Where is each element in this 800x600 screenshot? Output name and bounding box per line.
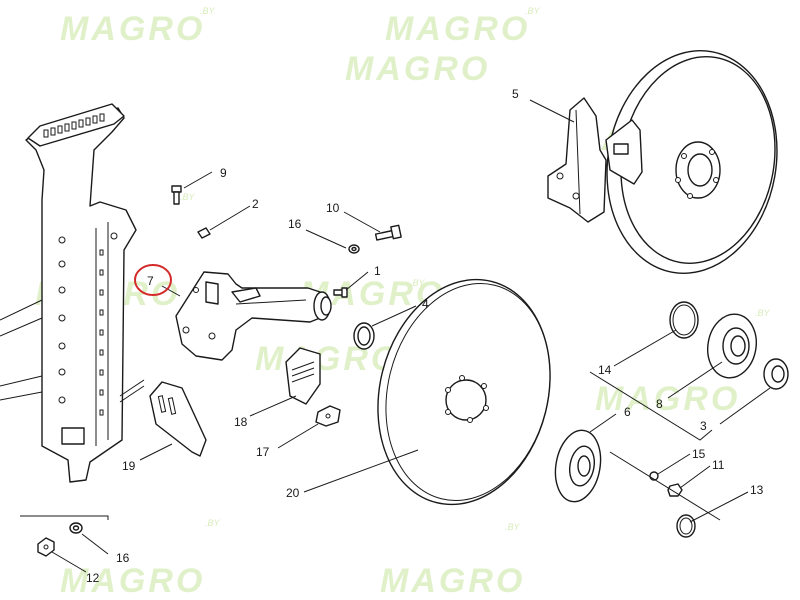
part-2-clip [197,227,211,239]
watermark-suffix: .BY [205,518,221,528]
watermark-suffix: .BY [410,278,426,288]
part-18-scraper-bracket [285,347,321,405]
part-9-bolt [171,185,182,205]
callout-12: 12 [86,571,100,585]
callout-15: 15 [692,447,706,461]
watermark: MAGRO [60,10,205,48]
part-17-block [315,405,341,427]
callout-9: 9 [220,166,227,180]
part-5-assembly [547,50,778,274]
part-13-circlip [676,514,696,538]
callout-16-upper: 16 [288,217,302,231]
part-8-bearing-housing [707,313,757,379]
callout-labels: 1 2 3 4 5 6 7 8 9 10 11 12 13 14 15 16 1… [86,87,764,585]
watermark-suffix: .BY [180,192,196,202]
callout-20: 20 [286,486,300,500]
callout-18: 18 [234,415,248,429]
callout-1: 1 [374,264,381,278]
watermark-suffix: .BY [755,308,771,318]
part-11-nut [667,483,683,497]
watermark-suffix: .BY [505,522,521,532]
callout-11: 11 [712,458,725,472]
part-19-scraper-blade [149,381,207,457]
part-1-bolt [333,287,348,298]
callout-10: 10 [326,201,340,215]
watermark: MAGRO [345,50,490,88]
callout-8: 8 [656,397,663,411]
watermark: MAGRO [60,562,205,600]
callout-5: 5 [512,87,519,101]
callout-2: 2 [252,197,259,211]
part-14-circlip [669,301,699,339]
callout-3: 3 [700,419,707,433]
part-12-nut [37,537,55,557]
part-4-seal-ring [353,322,375,350]
callout-13: 13 [750,483,764,497]
watermark-suffix: .BY [525,6,541,16]
callout-6: 6 [624,405,631,419]
callout-7: 7 [147,274,154,288]
watermark: MAGRO [380,562,525,600]
callout-19: 19 [122,459,136,473]
callout-16-lower: 16 [116,551,130,565]
part-10-bolt [374,224,402,241]
part-20-disc [377,278,551,506]
watermark-suffix: .BY [200,6,216,16]
part-6-hub [554,429,602,503]
callout-14: 14 [598,363,612,377]
frame-post [0,103,145,483]
part-16-washer-upper [348,244,360,254]
frame-holes [58,232,118,416]
watermark: MAGRO [595,380,740,418]
leader-lines [20,99,771,573]
highlight-circle [134,264,172,296]
callout-17: 17 [256,445,270,459]
part-16-washer-lower [69,522,83,534]
part-7-arm-bracket [175,271,332,361]
part-3-bearing [763,358,789,390]
watermark: MAGRO [385,10,530,48]
watermark: MAGRO [255,340,400,378]
callout-4: 4 [422,297,429,311]
handle-slots [43,113,105,138]
